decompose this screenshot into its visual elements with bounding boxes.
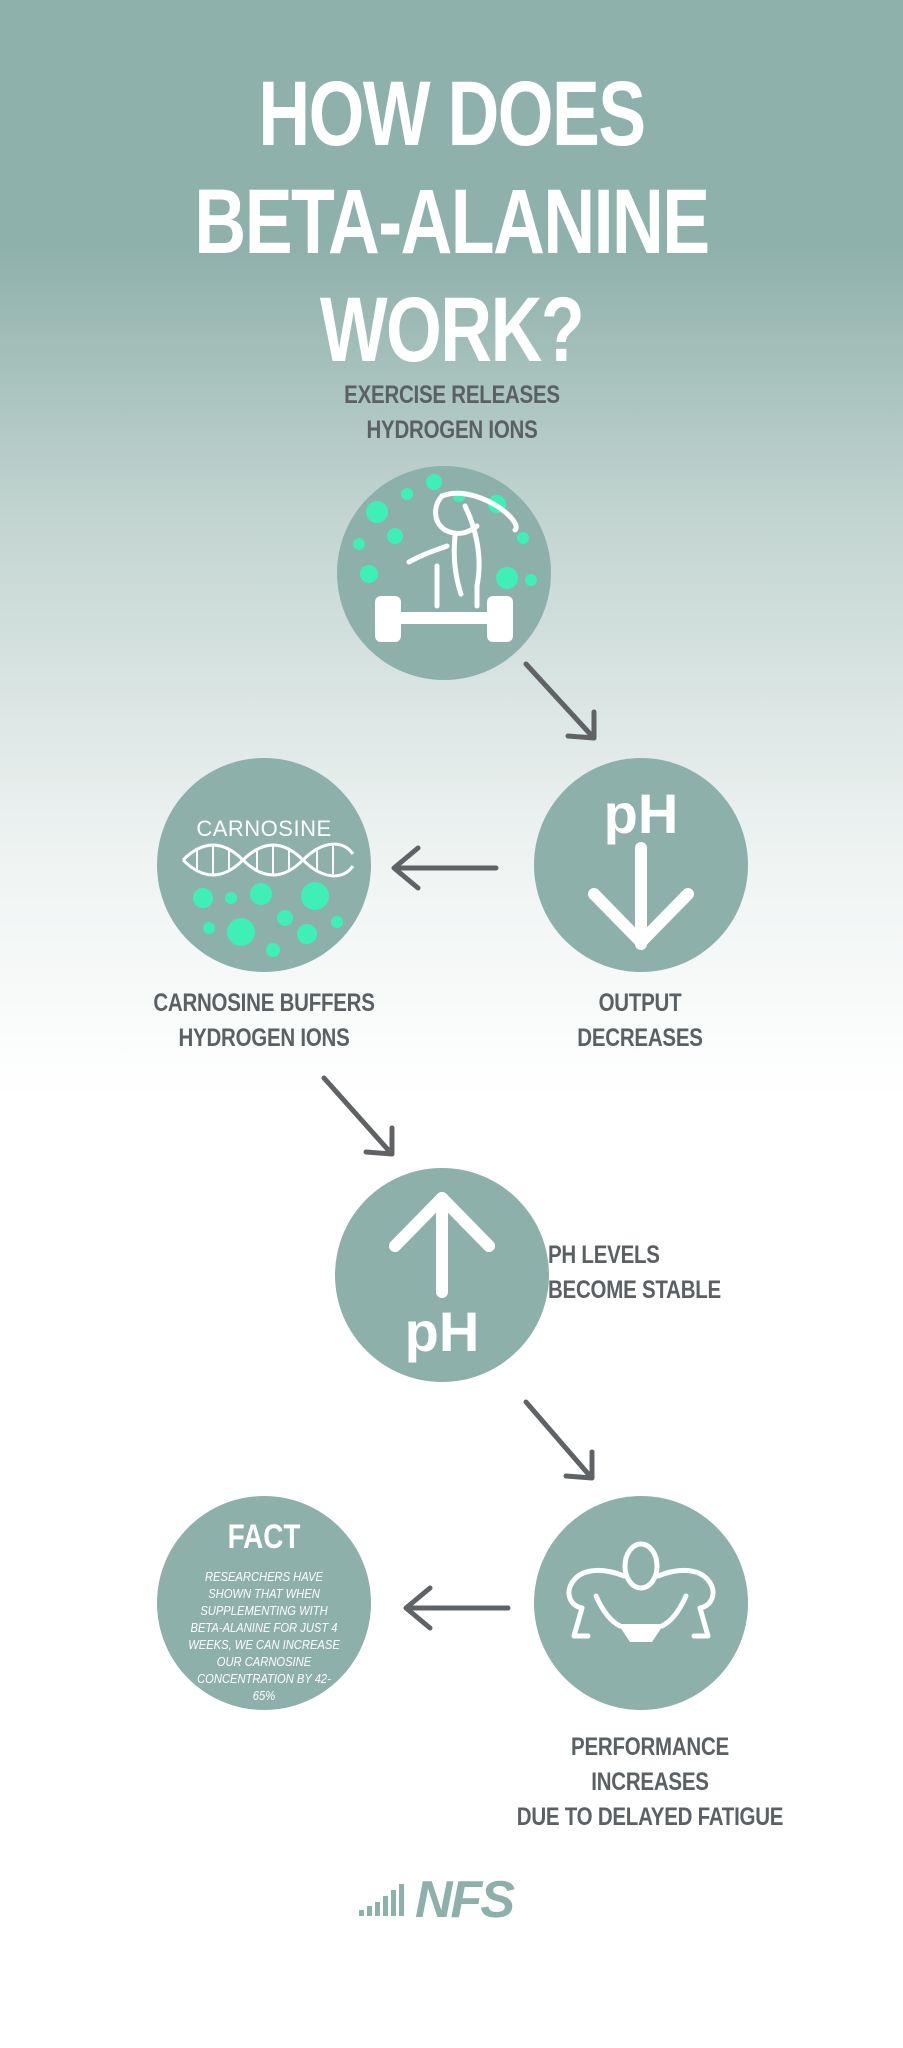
fact-circle: FACT RESEARCHERS HAVE SHOWN THAT WHEN SU… — [157, 1496, 371, 1710]
arrow-down-right-icon — [523, 661, 597, 741]
output-circle: pH — [534, 758, 748, 972]
title-line-1: HOW DOES — [258, 63, 646, 165]
stable-circle: pH — [335, 1168, 549, 1382]
exercise-label: EXERCISE RELEASES HYDROGEN IONS — [344, 381, 560, 444]
carnosine-badge: CARNOSINE — [196, 816, 332, 841]
performance-circle — [534, 1496, 748, 1710]
performance-label: PERFORMANCE INCREASES DUE TO DELAYED FAT… — [516, 1733, 784, 1831]
ph-up-icon — [389, 1192, 495, 1298]
title-line-2: BETA-ALANINE WORK? — [194, 171, 710, 381]
dna-helix-icon — [181, 842, 355, 957]
weightlifter-icon — [353, 474, 537, 642]
carnosine-circle: CARNOSINE — [157, 758, 371, 972]
exercise-circle — [337, 466, 551, 680]
arrow-left-icon — [391, 845, 499, 891]
stable-label: PH LEVELS BECOME STABLE — [548, 1241, 721, 1304]
output-label: OUTPUT DECREASES — [577, 989, 703, 1052]
muscle-man-icon — [566, 1541, 716, 1642]
ph-badge: pH — [603, 782, 679, 845]
nfs-logo: NFS — [355, 1870, 555, 1930]
arrow-down-right-icon — [321, 1075, 395, 1157]
nfs-logo-icon — [359, 1884, 404, 1916]
ph-down-icon — [588, 842, 694, 950]
arrow-down-right-icon — [523, 1399, 595, 1481]
page-title: HOW DOES BETA-ALANINE WORK? — [99, 60, 803, 384]
arrow-left-icon — [403, 1585, 511, 1631]
carnosine-label: CARNOSINE BUFFERS HYDROGEN IONS — [153, 989, 375, 1052]
logo-text: NFS — [415, 1871, 515, 1929]
ph-badge: pH — [404, 1300, 480, 1363]
fact-title: FACT — [227, 1518, 301, 1556]
fact-body: RESEARCHERS HAVE SHOWN THAT WHEN SUPPLEM… — [188, 1569, 340, 1703]
